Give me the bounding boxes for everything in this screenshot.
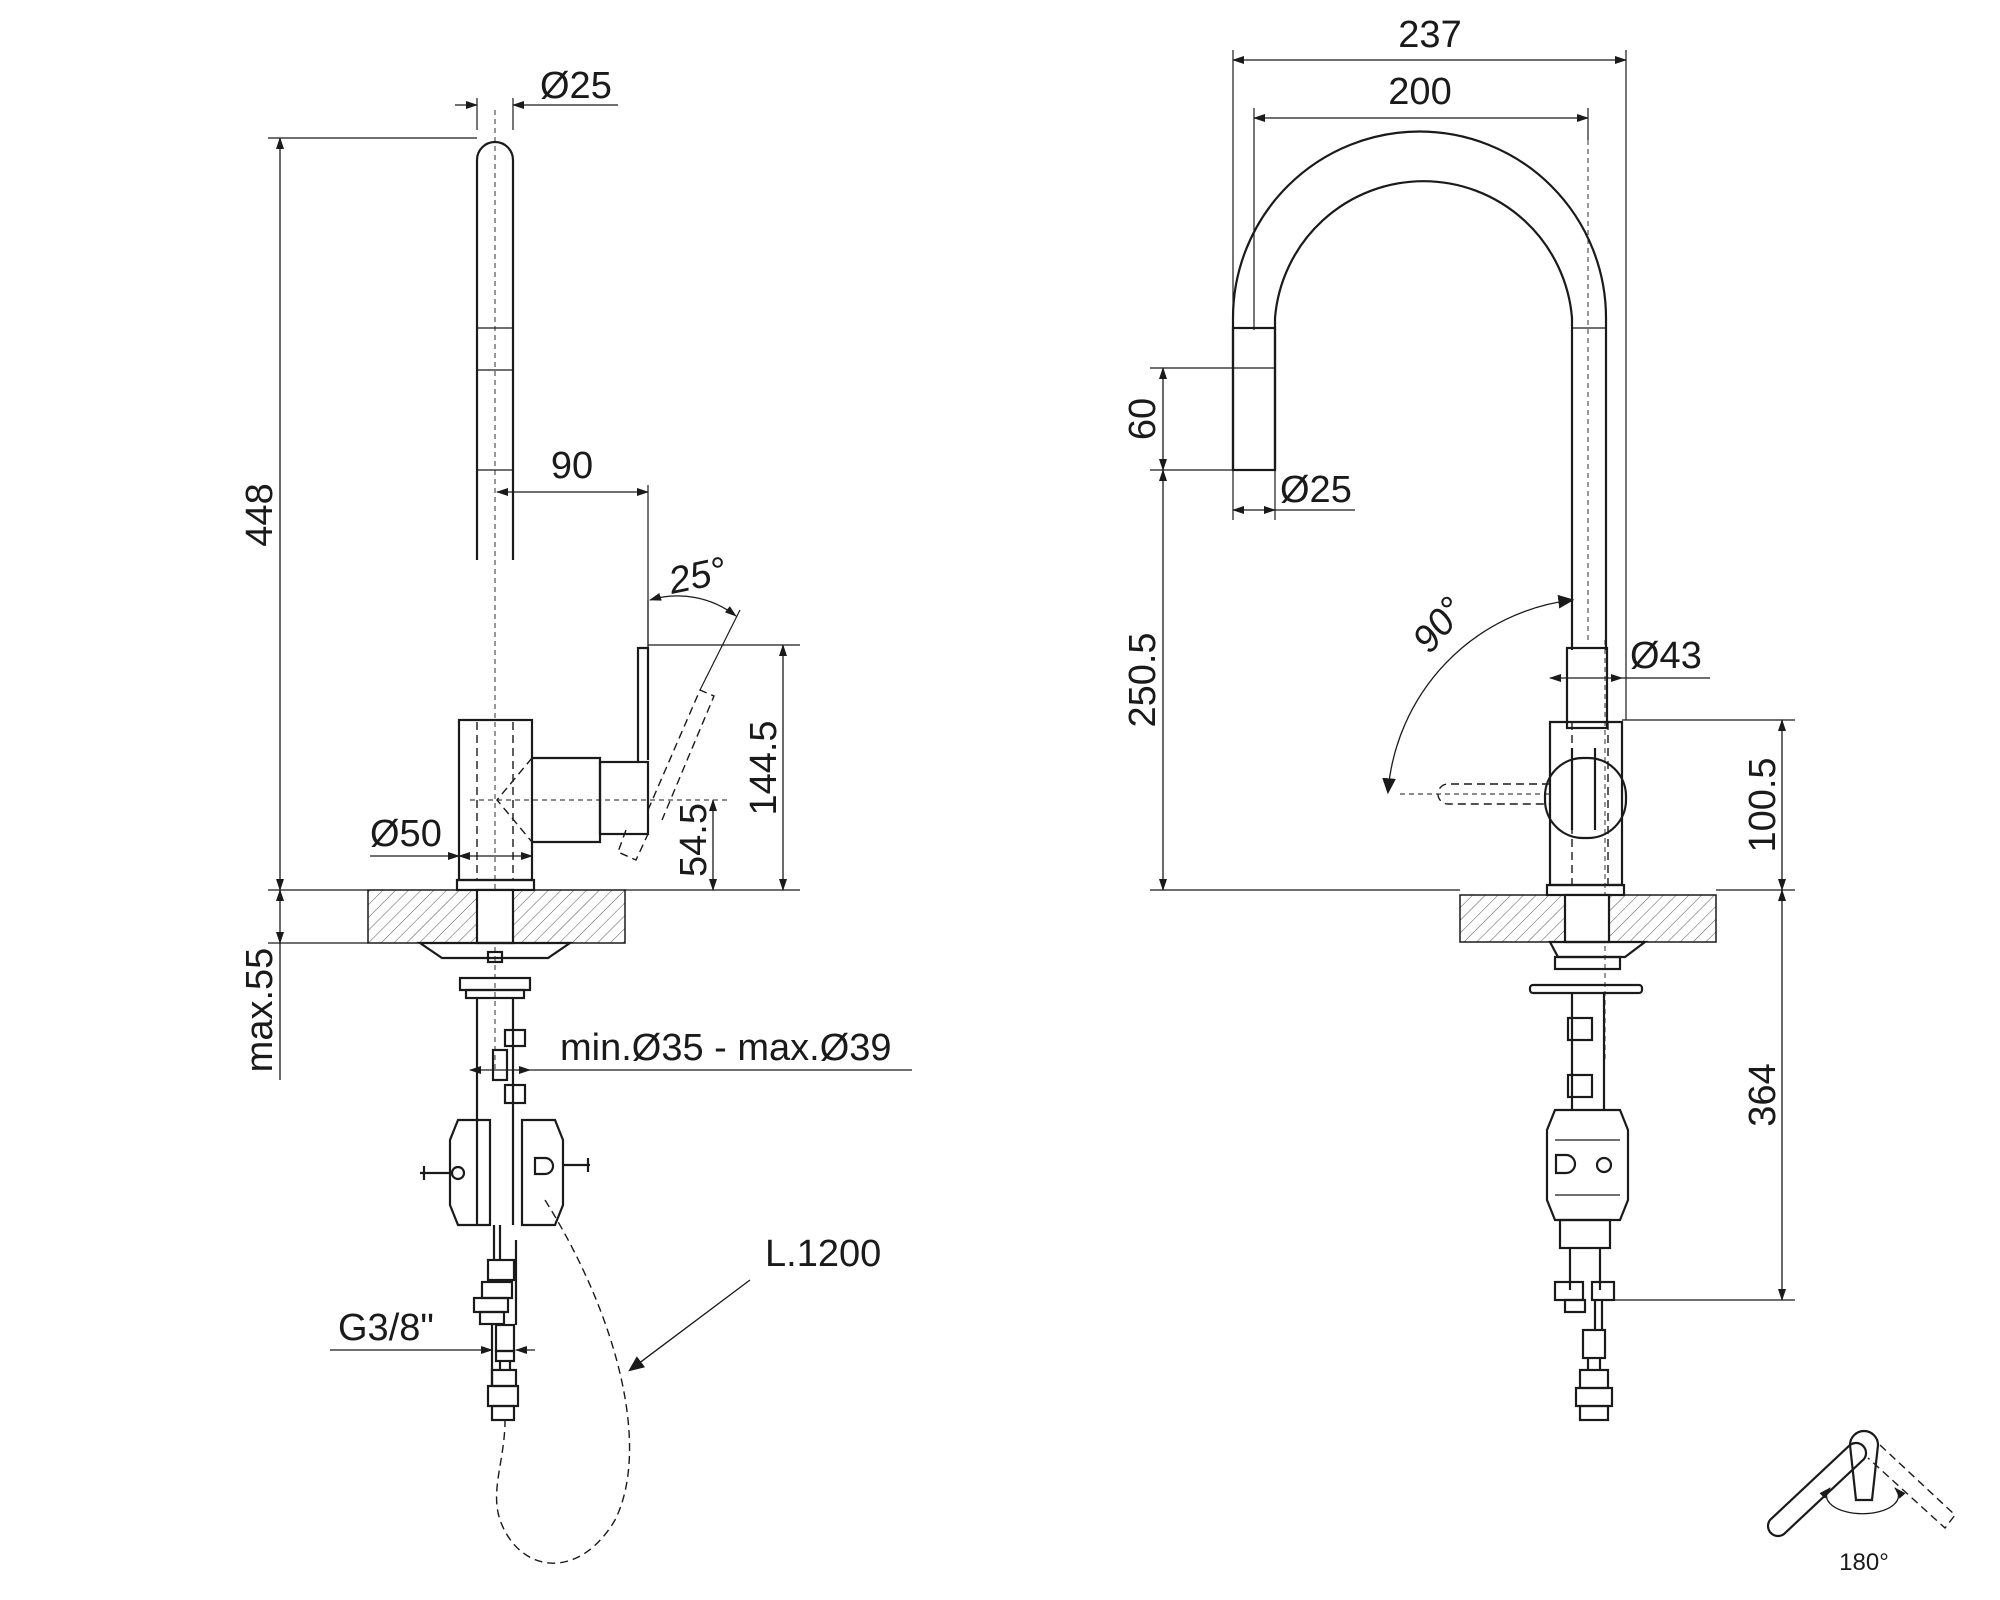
front-base-flange xyxy=(1545,883,1626,897)
side-spout-tube xyxy=(475,140,515,560)
front-under-deck-length-label: 364 xyxy=(1742,1063,1784,1126)
front-lever-hub xyxy=(1543,756,1628,840)
side-base-flange xyxy=(455,878,536,892)
side-pullout-hose xyxy=(495,1199,631,1564)
side-total-height-label: 448 xyxy=(239,483,281,546)
side-hole-diameter-label: min.Ø35 - max.Ø39 xyxy=(560,1027,892,1069)
front-spout-reach-label: 200 xyxy=(1388,71,1451,113)
side-lever-height-label: 144.5 xyxy=(743,720,785,815)
rotation-icon: 180° xyxy=(1766,1429,1956,1576)
front-spout-inner xyxy=(1273,180,1574,650)
side-base-diameter-label: Ø50 xyxy=(370,813,442,855)
rotation-body xyxy=(1848,1429,1880,1502)
front-view: 237 200 60 Ø25 250.5 90° Ø43 100.5 xyxy=(1122,14,1795,1422)
front-spray-head-length-label: 60 xyxy=(1122,398,1164,440)
side-lever-reach-label: 90 xyxy=(551,445,593,487)
front-clamp xyxy=(1545,1108,1630,1222)
front-body-diameter-label: Ø43 xyxy=(1630,635,1702,677)
side-mounting-plate xyxy=(416,941,574,960)
side-clamp-left xyxy=(448,1118,492,1227)
side-thread-label: G3/8" xyxy=(338,1307,434,1349)
rotation-arrow-icon xyxy=(1819,1487,1906,1515)
side-view: Ø25 448 90 25° 144.5 54.5 Ø50 max.55 xyxy=(239,65,912,1564)
front-body xyxy=(1548,720,1624,887)
rotation-spout-left xyxy=(1766,1441,1868,1538)
side-lever-hub xyxy=(598,760,650,836)
side-hose-length-label: L.1200 xyxy=(765,1233,881,1275)
rotation-label: 180° xyxy=(1839,1549,1889,1576)
front-body-height-label: 100.5 xyxy=(1742,757,1784,852)
front-spray-head-diameter-label: Ø25 xyxy=(1280,469,1352,511)
side-clamp-right xyxy=(520,1118,565,1227)
side-body-height-label: 54.5 xyxy=(673,803,715,877)
front-lever-rotation-label: 90° xyxy=(1405,590,1474,661)
side-spout-diameter-label: Ø25 xyxy=(540,65,612,107)
side-lever-handle xyxy=(636,646,650,762)
front-spout-outer xyxy=(1231,130,1608,650)
front-outlet-height-label: 250.5 xyxy=(1122,632,1164,727)
front-spray-head xyxy=(1231,326,1277,472)
side-max-deck-label: max.55 xyxy=(239,948,281,1073)
front-overall-width-label: 237 xyxy=(1398,14,1461,56)
side-lever-angle-label: 25° xyxy=(664,550,730,603)
